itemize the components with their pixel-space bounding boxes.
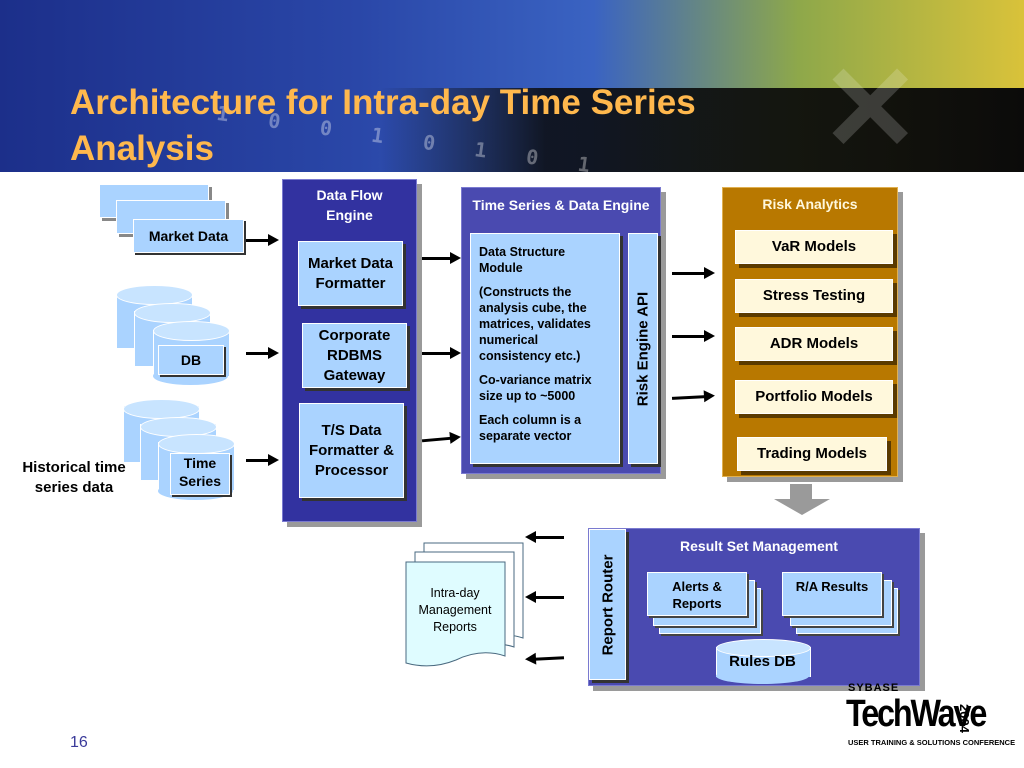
db-label: DB: [158, 345, 224, 375]
adr-models-box: ADR Models: [735, 327, 893, 361]
trading-models-box: Trading Models: [737, 437, 887, 471]
reports-document-stack: [405, 542, 524, 667]
risk-analytics-title: Risk Analytics: [762, 196, 858, 212]
arrow-formatter-to-ts-engine: [422, 252, 461, 264]
alerts-reports-box: Alerts & Reports: [647, 572, 747, 616]
ts-data-formatter-processor: T/S Data Formatter & Processor: [299, 403, 404, 498]
arrow-api-to-portfolio: [671, 395, 707, 400]
ra-results-box: R/A Results: [782, 572, 882, 616]
data-flow-engine-title: Data Flow Engine: [316, 187, 383, 223]
corporate-rdbms-gateway: Corporate RDBMS Gateway: [302, 323, 407, 388]
result-set-title: Result Set Management: [680, 538, 838, 554]
banner-x-graphic: ✕: [820, 42, 921, 172]
banner-dark-band: [380, 88, 1024, 172]
historical-caption: Historical time series data: [22, 459, 126, 496]
logo-tagline: USER TRAINING & SOLUTIONS CONFERENCE: [848, 738, 1016, 747]
arrow-risk-to-result: [774, 484, 830, 515]
time-series-label: Time Series: [170, 453, 230, 495]
arrow-api-to-adr: [672, 330, 715, 342]
arrow-processor-to-ts-engine: [421, 436, 453, 443]
market-data-formatter: Market Data Formatter: [298, 241, 403, 306]
market-data-box: Market Data: [133, 219, 244, 253]
column-note: Each column is a separate vector: [479, 413, 582, 443]
reports-label: Intra-day Management Reports: [418, 586, 492, 634]
arrow-router-to-reports-1: [525, 531, 564, 543]
module-title: Data Structure Module: [479, 245, 566, 275]
techwave-logo: SYBASE TechWave 2004 USER TRAINING & SOL…: [846, 682, 1015, 752]
logo-brand: SYBASE: [848, 682, 900, 694]
report-router-label: Report Router: [599, 554, 616, 655]
page-number: 16: [70, 734, 88, 751]
arrow-gateway-to-ts-engine: [422, 347, 461, 359]
arrow-api-to-var: [672, 267, 715, 279]
risk-engine-api-label: Risk Engine API: [634, 291, 652, 406]
data-structure-module: Data Structure Module (Constructs the an…: [470, 233, 620, 464]
stress-testing-box: Stress Testing: [735, 279, 893, 313]
covariance-note: Co-variance matrix size up to ~5000: [479, 373, 592, 403]
risk-engine-api-bar: Risk Engine API: [628, 233, 658, 464]
module-description: (Constructs the analysis cube, the matri…: [479, 285, 591, 363]
report-router-bar: Report Router: [589, 529, 626, 680]
arrow-ts-to-engine: [246, 454, 279, 466]
arrow-router-to-reports-3: [533, 656, 565, 661]
title-banner: 1 0 0 1 0 1 0 1 ✕: [0, 0, 1024, 172]
logo-product: TechWave: [846, 693, 987, 735]
arrow-db-to-engine: [246, 347, 279, 359]
arrow-router-to-reports-2: [525, 591, 564, 603]
rules-db-label: Rules DB: [729, 653, 796, 670]
slide-title: Architecture for Intra-day Time Series A…: [70, 83, 696, 168]
ts-data-engine-title: Time Series & Data Engine: [472, 197, 650, 213]
portfolio-models-box: Portfolio Models: [735, 380, 893, 414]
arrow-market-to-engine: [246, 234, 279, 246]
var-models-box: VaR Models: [735, 230, 893, 264]
logo-year: 2004: [957, 704, 972, 733]
